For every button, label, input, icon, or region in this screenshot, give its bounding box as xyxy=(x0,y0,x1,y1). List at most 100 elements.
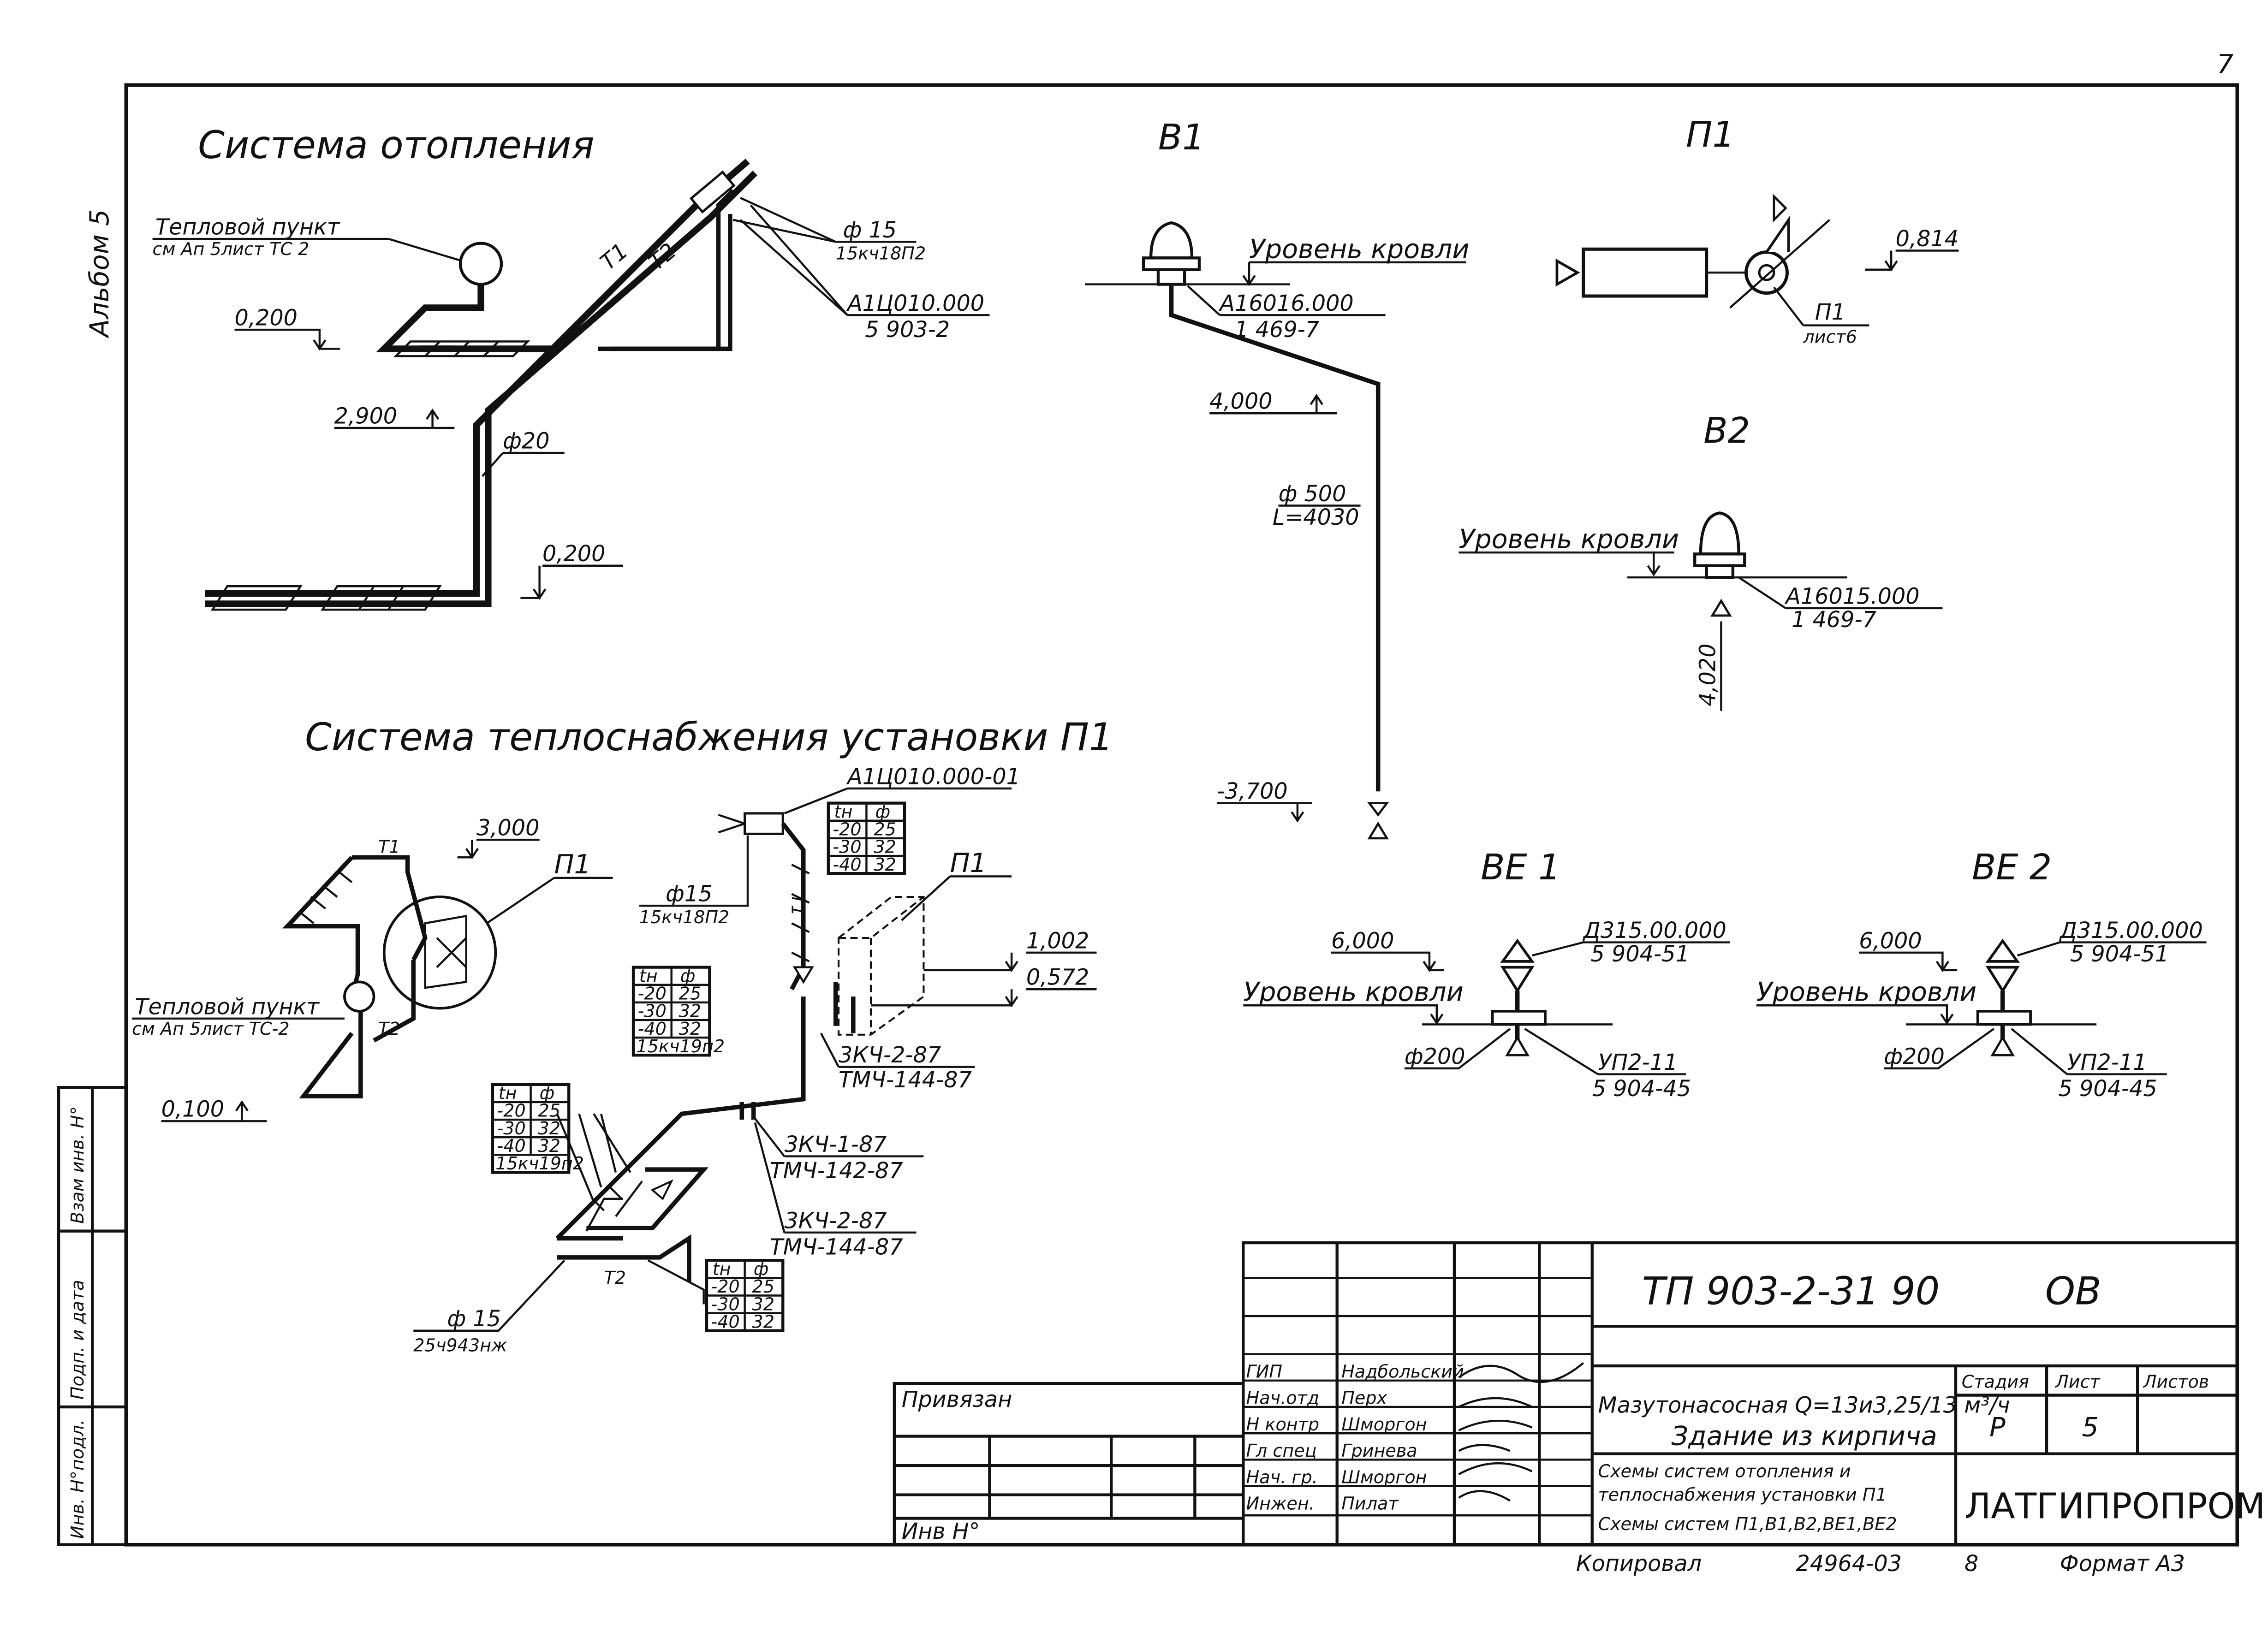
level-0200-b: 0,200 xyxy=(542,541,605,567)
tb-sheet-title-2: теплоснабжения установки П1 xyxy=(1598,1484,1887,1505)
tb-role: Нач.отд xyxy=(1246,1388,1320,1408)
table-cell-dia: 25 xyxy=(679,984,702,1004)
ve1-unit-code: Д315.00.000 xyxy=(1583,918,1726,943)
heat-supply-diagram: Система теплоснабжения установки П1 3,00… xyxy=(132,715,1113,1355)
mount-3-code: 3КЧ-2-87 xyxy=(784,1208,887,1234)
tb-sheet: 5 xyxy=(2082,1412,2098,1443)
table-header-temp: tн xyxy=(834,801,853,822)
table-cell-dia: 32 xyxy=(874,837,896,857)
table-cell-dia: 32 xyxy=(752,1294,775,1314)
table-header-temp: tн xyxy=(639,966,658,986)
tb-role: ГИП xyxy=(1246,1361,1282,1382)
heating-unit-series: 5 903-2 xyxy=(865,317,950,343)
tb-sheet-title-3: Схемы систем П1,В1,В2,ВЕ1,ВЕ2 xyxy=(1598,1514,1897,1534)
v2-unit-series: 1 469-7 xyxy=(1792,607,1876,633)
mount-2-code: 3КЧ-1-87 xyxy=(784,1132,887,1157)
level-3000: 3,000 xyxy=(476,816,539,841)
heat-supply-t2: Т2 xyxy=(378,1019,400,1039)
table-cell-dia: 32 xyxy=(679,1019,702,1039)
heating-system-title: Система отопления xyxy=(198,123,594,167)
tb-role: Гл спец xyxy=(1246,1441,1317,1461)
table-cell-temp: -40 xyxy=(638,1019,667,1039)
tb-org: ЛАТГИПРОПРОМ xyxy=(1964,1486,2265,1527)
tb-name: Пилат xyxy=(1341,1494,1399,1514)
table-cell-temp: -40 xyxy=(497,1136,525,1156)
p1-level: 0,814 xyxy=(1896,226,1958,252)
ve1-node-code: УП2-11 xyxy=(1598,1050,1678,1075)
heat-supply-dia-15-b: ф 15 xyxy=(447,1306,501,1332)
side-stamp-replace: Взам инв. Н° xyxy=(67,1106,88,1224)
level-2900: 2,900 xyxy=(334,403,397,429)
tb-name: Надбольский xyxy=(1341,1361,1464,1382)
heat-supply-p1-box-label: П1 xyxy=(950,848,987,878)
table-cell-dia: 25 xyxy=(752,1276,775,1297)
tb-bound: Привязан xyxy=(902,1387,1012,1412)
v2-diagram: В2 Уровень кровли А16015.000 1 469-7 4,0… xyxy=(1458,410,1943,711)
v2-level-vertical: 4,020 xyxy=(1696,643,1721,706)
tb-sheet-title-1: Схемы систем отопления и xyxy=(1598,1461,1851,1482)
ve2-diagram: ВЕ 2 6,000 Уровень кровли Д315.00.000 5 … xyxy=(1756,847,2207,1102)
heat-supply-valve-a: 15кч18П2 xyxy=(639,907,730,927)
p1-title: П1 xyxy=(1686,114,1735,155)
table-cell-dia: 25 xyxy=(874,819,896,840)
side-stamp-inv: Инв. Н°подл. xyxy=(67,1419,88,1539)
tb-name: Гринева xyxy=(1341,1441,1417,1461)
tb-name: Шморгон xyxy=(1341,1467,1427,1487)
tb-doc-mark: ОВ xyxy=(2045,1269,2101,1314)
v1-level-4000: 4,000 xyxy=(1209,389,1272,415)
tb-col-sheet: Лист xyxy=(2054,1372,2101,1392)
ve1-roof-level: Уровень кровли xyxy=(1243,977,1464,1008)
tb-doc-code: ТП 903-2-31 90 xyxy=(1642,1269,1940,1314)
heat-supply-dia-15-a: ф15 xyxy=(666,882,712,907)
tb-role: Н контр xyxy=(1246,1414,1319,1435)
heating-valve-code: 15кч18П2 xyxy=(836,243,926,264)
v1-diagram: В1 Уровень кровли А16016.000 1 469-7 4,0… xyxy=(1085,117,1470,840)
tb-building: Здание из кирпича xyxy=(1671,1421,1937,1452)
tb-inv-no: Инв Н° xyxy=(902,1519,980,1544)
ve2-title: ВЕ 2 xyxy=(1972,847,2052,888)
table-header-temp: tн xyxy=(713,1259,731,1279)
table-cell-temp: -30 xyxy=(497,1118,525,1139)
ve1-unit-series: 5 904-51 xyxy=(1591,942,1690,967)
heat-supply-t2-lower: Т2 xyxy=(604,1268,626,1288)
table-footer: 15кч19п2 xyxy=(636,1036,725,1056)
table-cell-dia: 32 xyxy=(874,854,896,875)
heat-point-label: Тепловой пункт xyxy=(155,215,340,240)
ve2-level-6000: 6,000 xyxy=(1859,928,1922,954)
level-0572: 0,572 xyxy=(1026,965,1089,991)
level-0100: 0,100 xyxy=(161,1097,224,1122)
table-cell-temp: -30 xyxy=(711,1294,740,1314)
mount-1-code: 3КЧ-2-87 xyxy=(839,1043,941,1068)
v1-duct-length: L=4030 xyxy=(1273,505,1359,530)
mount-2-series: ТМЧ-142-87 xyxy=(770,1158,903,1184)
ve2-dia: ф200 xyxy=(1884,1044,1945,1069)
table-cell-dia: 32 xyxy=(538,1118,560,1139)
heat-supply-heat-point-ref: см Ап 5лист ТС-2 xyxy=(132,1019,290,1039)
mount-1-series: ТМЧ-144-87 xyxy=(839,1068,972,1093)
heat-point-ref: см Ап 5лист ТС 2 xyxy=(153,239,310,259)
table-cell-temp: -40 xyxy=(711,1311,740,1332)
tb-role: Инжен. xyxy=(1246,1494,1315,1514)
tb-project-name: Мазутонасосная Q=13и3,25/13 м³/ч xyxy=(1598,1393,2010,1418)
heat-supply-unit-code: А1Ц010.000-01 xyxy=(846,764,1020,789)
ve2-node-code: УП2-11 xyxy=(2067,1050,2147,1075)
heating-dia-15: ф 15 xyxy=(843,218,897,243)
table-cell-temp: -30 xyxy=(833,837,861,857)
table-cell-dia: 32 xyxy=(538,1136,560,1156)
tb-name: Перх xyxy=(1341,1388,1387,1408)
tb-role: Нач. гр. xyxy=(1246,1467,1318,1487)
table-cell-dia: 32 xyxy=(679,1001,702,1021)
p1-callout-circle xyxy=(382,896,497,1010)
heat-supply-t1: Т1 xyxy=(378,837,400,857)
p1-ref-sheet: лист6 xyxy=(1803,327,1857,347)
ve1-title: ВЕ 1 xyxy=(1481,847,1560,888)
v2-unit-code: А16015.000 xyxy=(1784,584,1919,609)
heat-supply-p1-label: П1 xyxy=(554,849,590,880)
p1-ref-name: П1 xyxy=(1815,300,1845,325)
mount-3-series: ТМЧ-144-87 xyxy=(770,1235,903,1260)
ve2-unit-code: Д315.00.000 xyxy=(2059,918,2203,943)
p1-unit-diagram: П1 0,814 П1 лист6 xyxy=(1555,114,1959,347)
